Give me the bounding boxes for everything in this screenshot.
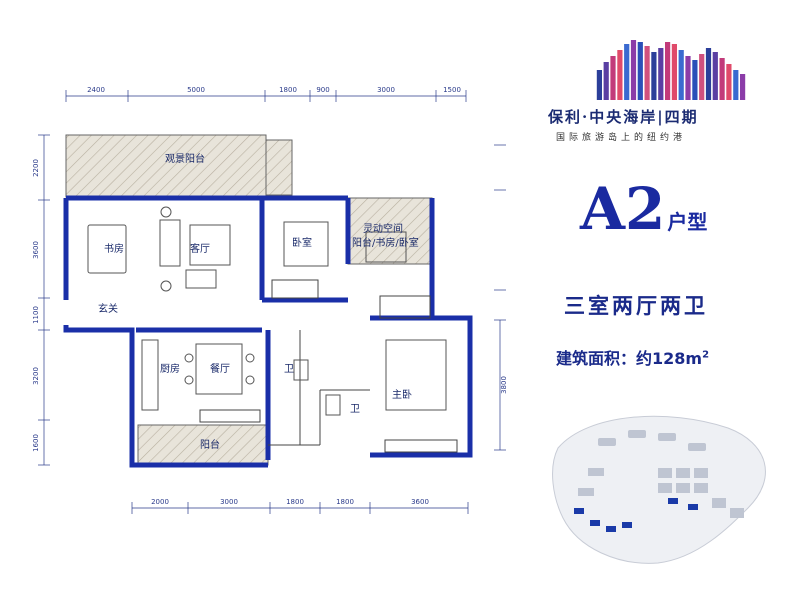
dim-top-2: 5000 <box>187 86 205 94</box>
unit-layout: 三室两厅两卫 <box>564 294 708 318</box>
floor-plan: 2400 5000 1800 900 3000 1500 2200 3600 1… <box>32 86 508 514</box>
label-master: 主卧 <box>392 388 412 401</box>
dim-left-2: 3600 <box>32 241 40 259</box>
brand-bar <box>699 54 705 100</box>
brand-bar <box>624 44 630 100</box>
label-study: 书房 <box>104 242 124 255</box>
brand-bar <box>712 52 718 100</box>
dim-bottom-4: 1800 <box>336 498 354 506</box>
label-bath-2: 卫 <box>350 404 360 415</box>
balcony-area <box>137 424 269 466</box>
brand-bar <box>651 52 657 100</box>
unit-type-suffix: 户型 <box>667 210 708 234</box>
brand-bar <box>740 74 746 100</box>
dim-top-3: 1800 <box>279 86 297 94</box>
brand-bar <box>726 64 732 100</box>
brand-bar <box>596 70 602 100</box>
dim-top-5: 3000 <box>377 86 395 94</box>
area-exponent: 2 <box>702 349 710 361</box>
unit-type-code: A2 <box>580 175 666 243</box>
site-plan-map <box>552 415 766 564</box>
furniture <box>87 206 447 416</box>
brand-bar <box>658 48 664 100</box>
dim-right-1: 3800 <box>500 376 508 394</box>
label-living: 客厅 <box>190 242 210 255</box>
brand-bar <box>665 42 671 100</box>
brand-block: 保利·中央海岸|四期 国际旅游岛上的纽约港 <box>548 40 768 143</box>
dim-top-4: 900 <box>316 86 329 94</box>
brand-name: 保利·中央海岸|四期 <box>548 108 699 126</box>
brand-bar <box>644 46 650 100</box>
brand-tagline: 国际旅游岛上的纽约港 <box>556 133 687 143</box>
dim-left-1: 2200 <box>32 159 40 177</box>
label-balcony: 阳台 <box>200 438 220 451</box>
interior-lines <box>199 279 458 453</box>
brand-bar <box>617 50 623 100</box>
label-entry: 玄关 <box>98 302 118 315</box>
dim-left-3: 1100 <box>32 306 40 324</box>
ac-ledge <box>265 139 293 196</box>
label-flex-space-1: 灵动空间 <box>363 222 403 235</box>
label-bedroom: 卧室 <box>292 236 312 249</box>
label-kitchen: 厨房 <box>160 362 180 375</box>
dim-top-6: 1500 <box>443 86 461 94</box>
dim-bottom-1: 2000 <box>151 498 169 506</box>
label-dining: 餐厅 <box>210 362 230 375</box>
area-label: 建筑面积：约 <box>556 349 653 368</box>
top-dimensions <box>65 90 467 102</box>
flex-space-area <box>347 197 433 265</box>
bottom-dimensions <box>131 502 469 514</box>
brand-bar <box>637 42 643 100</box>
brand-bar <box>630 40 637 100</box>
brand-bar <box>603 62 609 100</box>
label-flex-space-2: 阳台/书房/卧室 <box>352 236 419 249</box>
brand-bar <box>678 50 684 100</box>
brand-bar <box>685 56 691 100</box>
area-value: 128m <box>652 349 703 368</box>
brand-bar <box>733 70 739 100</box>
dim-left-4: 3200 <box>32 367 40 385</box>
dim-top-1: 2400 <box>87 86 105 94</box>
right-dimensions <box>494 144 506 451</box>
dim-bottom-5: 3600 <box>411 498 429 506</box>
dim-bottom-3: 1800 <box>286 498 304 506</box>
label-bath-1: 卫 <box>284 364 294 375</box>
dim-left-5: 1600 <box>32 434 40 452</box>
brand-logo-bars <box>596 40 746 100</box>
unit-area: 建筑面积：约128m2 <box>556 345 709 369</box>
brand-bar <box>705 48 712 100</box>
label-view-balcony: 观景阳台 <box>165 152 205 165</box>
view-balcony-area <box>65 134 267 198</box>
brand-bar <box>671 44 677 100</box>
brand-bar <box>692 60 698 100</box>
dim-bottom-2: 3000 <box>220 498 238 506</box>
left-dimensions <box>38 134 50 466</box>
brand-bar <box>719 58 725 100</box>
brand-bar <box>610 56 616 100</box>
